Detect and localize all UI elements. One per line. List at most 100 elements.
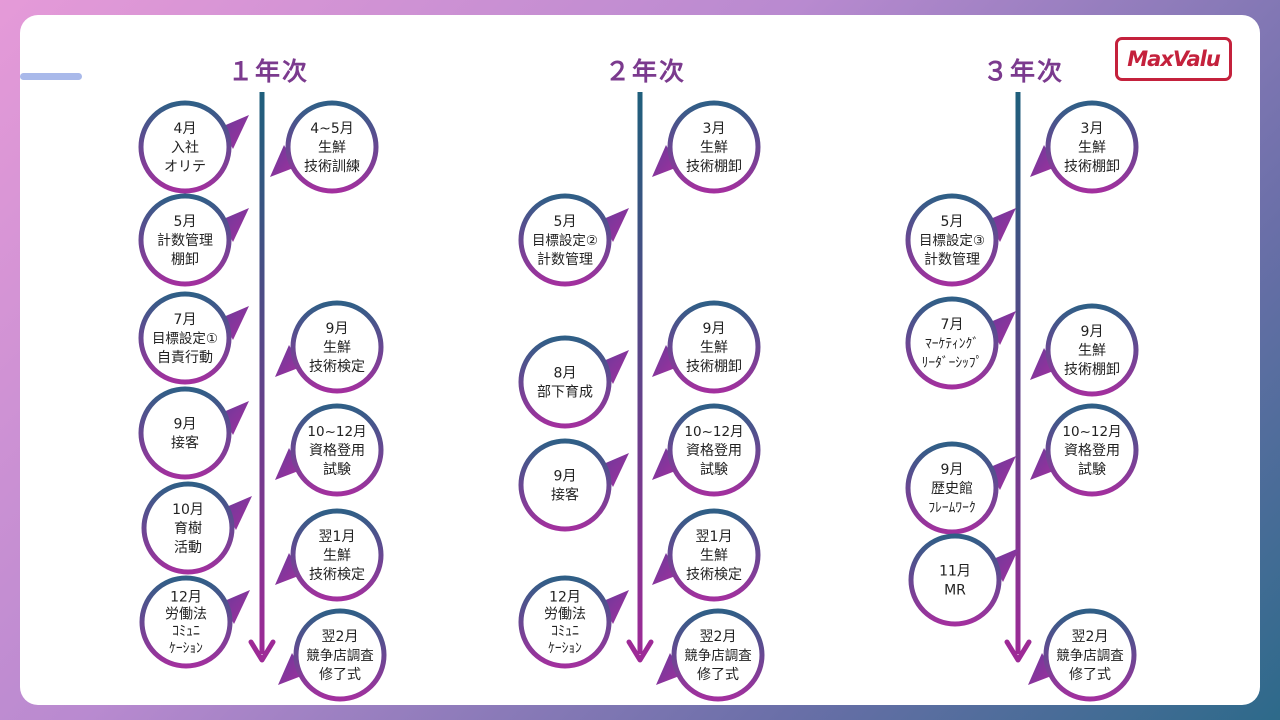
bubble-label-line: 技術検定 (309, 359, 365, 375)
bubble-pointer (221, 208, 249, 242)
bubble-pointer (1028, 653, 1054, 685)
bubble-pointer (652, 448, 678, 480)
bubble-label-line: ｺﾐｭﾆ (172, 624, 200, 640)
bubble-ring (138, 193, 232, 287)
year-title-3: ３年次 (983, 57, 1065, 86)
bubble-pointer (601, 590, 629, 624)
bubble-ring (667, 508, 761, 602)
bubble-pointer (601, 350, 629, 384)
bubble-label-line: 8月 (554, 366, 577, 382)
bubble-pointer (270, 145, 296, 177)
bubble-label-line: 育樹 (174, 521, 202, 537)
bubble-label-line: 7月 (174, 312, 197, 328)
bubble-ring (290, 300, 384, 394)
bubble-label-line: 計数管理 (924, 252, 980, 268)
bubble-ring (518, 335, 612, 429)
bubble-label-line: 10~12月 (1062, 424, 1121, 440)
bubble-pointer (221, 115, 249, 149)
bubble-ring (671, 608, 765, 702)
bubble-label-line: 3月 (703, 121, 726, 137)
bubble-pointer (991, 548, 1019, 582)
timeline-arrow-head (248, 639, 276, 663)
bubble-label-line: ﾏｰｹﾃｨﾝｸﾞ (925, 336, 979, 352)
bubble-label-line: 10月 (172, 502, 204, 518)
bubble-pointer (275, 553, 301, 585)
bubble-ring (518, 193, 612, 287)
bubble-label-line: 3月 (1081, 121, 1104, 137)
bubble-label-line: 目標設定① (152, 331, 218, 347)
bubble-label-line: 翌1月 (696, 529, 733, 545)
bubble-label-line: 棚卸 (171, 252, 199, 268)
bubble-label-line: 技術検定 (686, 567, 742, 583)
bubble-pointer (1030, 448, 1056, 480)
bubble-ring (667, 403, 761, 497)
bubble-label-line: 翌1月 (319, 529, 356, 545)
timeline-arrow-head (1004, 639, 1032, 663)
bubble-label-line: 生鮮 (318, 140, 346, 156)
bubble-ring (1043, 608, 1137, 702)
bubble-label-line: 技術棚卸 (686, 359, 742, 375)
bubble-label-line: 目標設定③ (919, 233, 985, 249)
bubble-label-line: 競争店調査 (684, 648, 752, 664)
bubble-ring (518, 438, 612, 532)
bubble-label-line: 技術検定 (309, 567, 365, 583)
bubble-label-line: 生鮮 (700, 140, 728, 156)
bubble-ring (905, 193, 999, 287)
bubble-label-line: 競争店調査 (1056, 648, 1124, 664)
year-title-1: １年次 (228, 57, 310, 86)
bubble-label-line: 技術棚卸 (1064, 159, 1120, 175)
bubble-label-line: 9月 (554, 469, 577, 485)
bubble-ring (1045, 403, 1139, 497)
bubble-label-line: 活動 (174, 540, 202, 556)
bubble-label-line: 競争店調査 (306, 648, 374, 664)
bubble-ring (290, 508, 384, 602)
bubble-label-line: 入社 (171, 140, 199, 156)
bubble-label-line: 技術棚卸 (686, 159, 742, 175)
bubble-label-line: 翌2月 (322, 629, 359, 645)
bubble-label-line: 労働法 (544, 607, 586, 623)
bubble-label-line: 10~12月 (684, 424, 743, 440)
bubble-pointer (652, 553, 678, 585)
bubble-pointer (278, 653, 304, 685)
bubble-pointer (222, 590, 250, 624)
timeline-arrow-shaft (1015, 92, 1021, 654)
bubble-ring (138, 291, 232, 385)
bubble-label-line: 試験 (1078, 462, 1106, 478)
bubble-pointer (275, 448, 301, 480)
bubble-label-line: 生鮮 (1078, 140, 1106, 156)
bubble-pointer (656, 653, 682, 685)
bubble-pointer (988, 311, 1016, 345)
accent-bar (20, 73, 82, 80)
bubble-label-line: 計数管理 (537, 252, 593, 268)
bubble-pointer (652, 145, 678, 177)
bubble-ring (290, 403, 384, 497)
bubble-pointer (988, 208, 1016, 242)
bubble-label-line: 生鮮 (1078, 343, 1106, 359)
bubble-label-line: 技術訓練 (304, 159, 360, 175)
bubble-pointer (988, 456, 1016, 490)
bubble-pointer (1030, 348, 1056, 380)
bubble-ring (667, 300, 761, 394)
bubble-pointer (275, 345, 301, 377)
bubble-label-line: ｹｰｼｮﾝ (169, 641, 203, 657)
bubble-label-line: 接客 (551, 487, 579, 504)
bubble-pointer (652, 345, 678, 377)
bubble-label-line: 5月 (174, 214, 197, 230)
bubble-ring (138, 100, 232, 194)
